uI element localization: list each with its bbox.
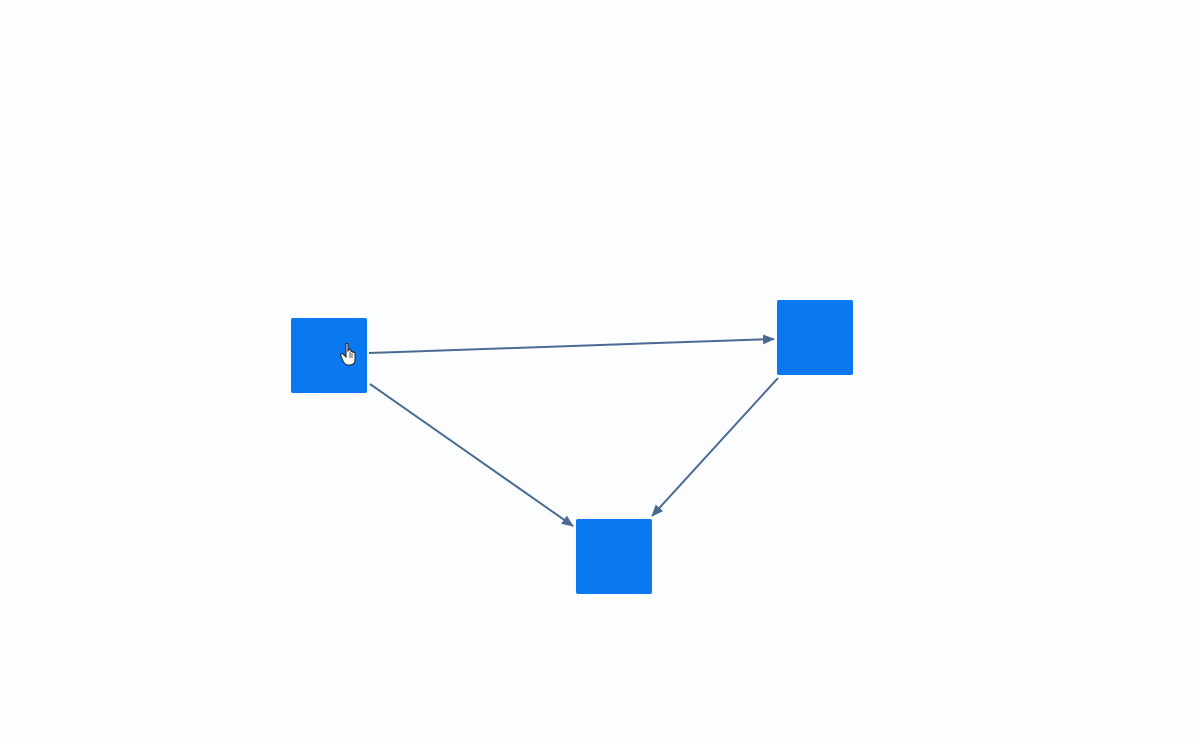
edge-a-b[interactable]	[368, 334, 775, 354]
edge-a-c[interactable]	[369, 383, 574, 527]
node-b[interactable]	[777, 300, 853, 375]
node-a[interactable]	[291, 318, 367, 393]
edge-b-c[interactable]	[651, 377, 779, 517]
nodes-layer	[291, 300, 853, 594]
node-c[interactable]	[576, 519, 652, 594]
edges-layer	[368, 334, 779, 527]
